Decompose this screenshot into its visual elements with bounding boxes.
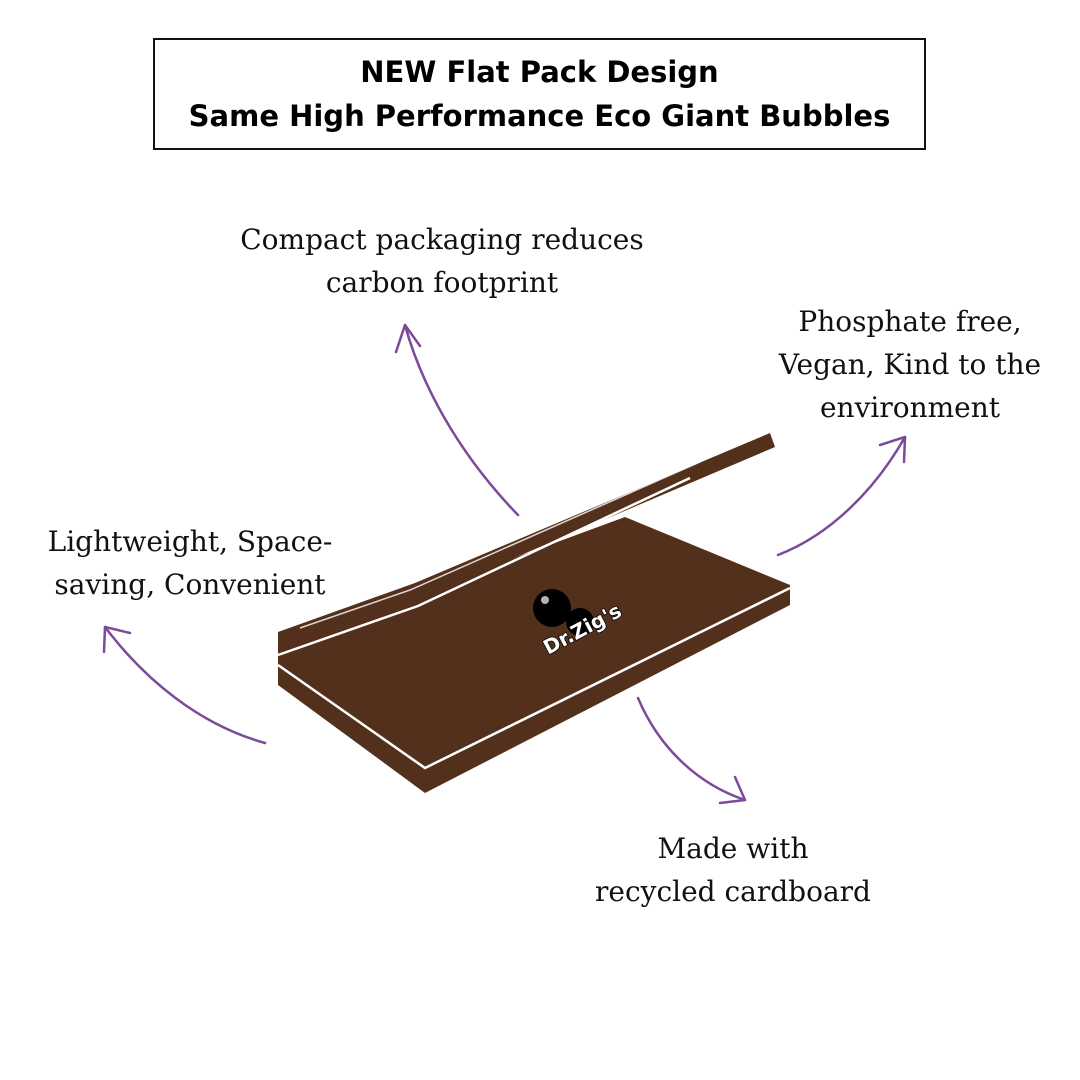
headline-box: NEW Flat Pack Design Same High Performan… xyxy=(153,38,926,150)
lid-top-line xyxy=(299,461,701,629)
lid-edge-line xyxy=(277,476,691,657)
feature-text: saving, Convenient xyxy=(54,568,326,601)
headline-line-2: Same High Performance Eco Giant Bubbles xyxy=(188,99,891,133)
feature-text: carbon footprint xyxy=(325,266,559,299)
box-body xyxy=(278,517,790,793)
feature-text: Made with xyxy=(657,832,809,865)
box-lid xyxy=(278,433,775,650)
box-edge-line xyxy=(277,586,791,770)
feature-recycled-cardboard: Made with recycled cardboard xyxy=(583,827,883,913)
arrow-up-right-icon xyxy=(776,435,907,557)
feature-compact-packaging: Compact packaging reduces carbon footpri… xyxy=(222,218,662,304)
feature-text: environment xyxy=(819,391,1001,424)
feature-text: recycled cardboard xyxy=(595,875,871,908)
feature-lightweight: Lightweight, Space- saving, Convenient xyxy=(30,520,350,606)
arrow-down-right-icon xyxy=(636,696,747,805)
feature-text: Lightweight, Space- xyxy=(47,525,333,558)
arrow-up-icon xyxy=(394,323,520,517)
feature-text: Compact packaging reduces xyxy=(240,223,644,256)
flat-pack-box: Dr.Zig's xyxy=(277,433,791,793)
feature-phosphate-free: Phosphate free, Vegan, Kind to the envir… xyxy=(760,300,1060,429)
feature-text: Phosphate free, xyxy=(798,305,1022,338)
headline-line-1: NEW Flat Pack Design xyxy=(360,55,719,89)
feature-text: Vegan, Kind to the xyxy=(778,348,1042,381)
arrow-up-left-icon xyxy=(102,625,267,745)
